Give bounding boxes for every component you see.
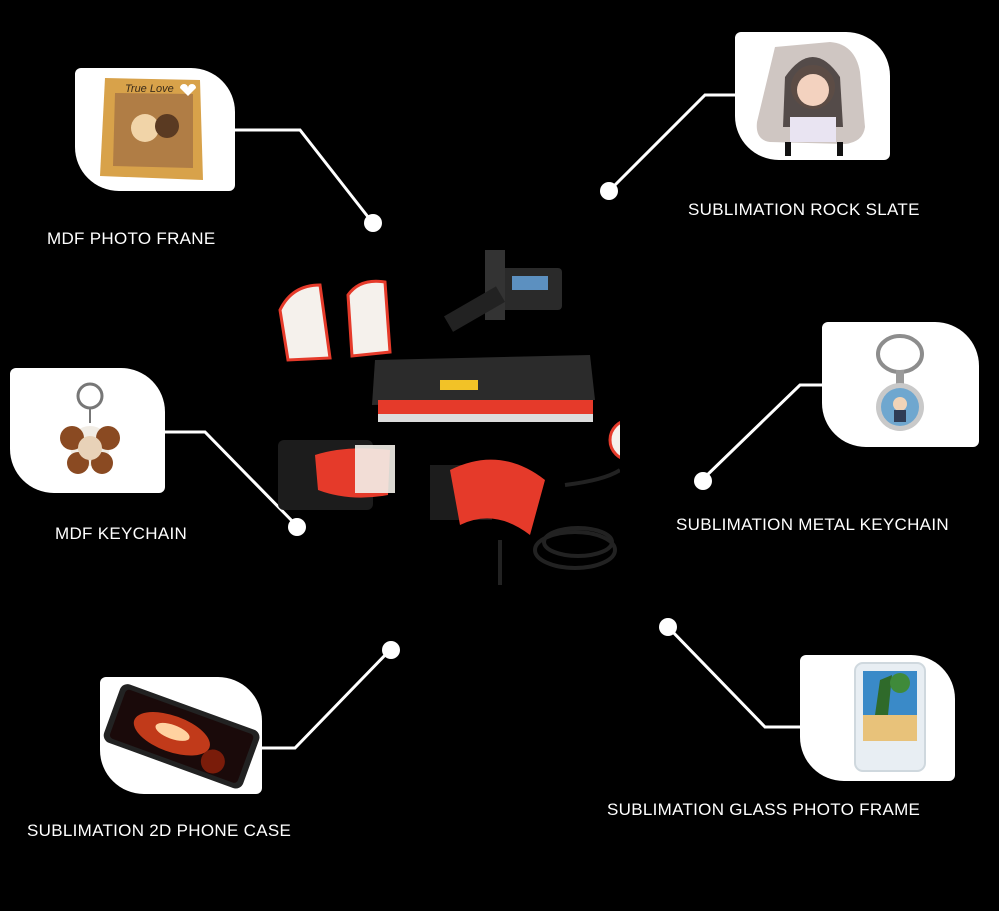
connector-dot-phone-case (382, 641, 400, 659)
mdf-keychain-card (10, 368, 165, 493)
mdf-keychain-image (60, 382, 120, 474)
rock-slate-image (756, 42, 865, 156)
glass-photo-frame-image (854, 662, 926, 772)
label-rock-slate: SUBLIMATION ROCK SLATE (688, 200, 920, 219)
mdf-photo-frame-image: True Love (100, 78, 203, 180)
connector-dot-slate (600, 182, 618, 200)
label-mdf-photo-frame: MDF PHOTO FRANE (47, 229, 216, 248)
connector-dot-keychain (288, 518, 306, 536)
rock-slate-card (735, 32, 890, 160)
connector-dot-metal-keychain (694, 472, 712, 490)
metal-keychain-image (876, 334, 924, 431)
phone-case-image (103, 684, 260, 789)
frame-script-text: True Love (125, 83, 174, 95)
glass-photo-frame-card (800, 655, 955, 781)
label-mdf-keychain: MDF KEYCHAIN (55, 524, 188, 543)
mdf-photo-frame-card: True Love (75, 68, 235, 191)
label-glass-photo-frame: SUBLIMATION GLASS PHOTO FRAME (607, 800, 921, 819)
phone-case-card (100, 677, 262, 794)
connector-dot-frame (364, 214, 382, 232)
metal-keychain-card (822, 322, 979, 447)
connector-dot-glass-frame (659, 618, 677, 636)
label-phone-case: SUBLIMATION 2D PHONE CASE (27, 821, 292, 840)
heat-press-machine-image (278, 250, 620, 585)
label-metal-keychain: SUBLIMATION METAL KEYCHAIN (676, 515, 949, 534)
